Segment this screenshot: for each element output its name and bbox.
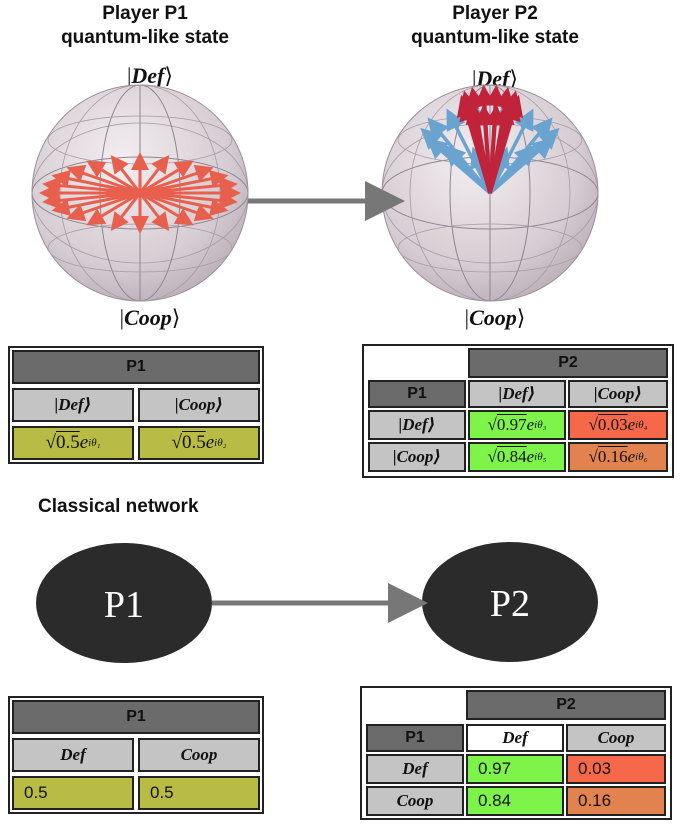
classical-p2-table-corner: P1	[366, 724, 464, 752]
quantum-p1-col-coop-label: Coop	[178, 395, 216, 414]
state-arrow	[66, 164, 141, 195]
state-arrow	[427, 117, 492, 195]
state-arrow	[488, 90, 522, 194]
classical-p1-table-header: P1	[12, 700, 260, 734]
classical-p2-dc: 0.03	[566, 754, 666, 784]
classical-p2-row-coop: Coop	[366, 786, 464, 816]
p2-state-arrows	[420, 84, 560, 195]
quantum-p2-col-coop-label: Coop	[597, 384, 635, 403]
quantum-p2-row-def: |Def⟩	[368, 410, 466, 440]
p1-state-arrows	[39, 152, 241, 234]
p1-bottom-ket: |Coop⟩	[119, 305, 181, 330]
state-arrow	[139, 191, 214, 222]
p1-bloch-sphere	[31, 84, 249, 302]
classical-node-p1	[36, 543, 212, 663]
p1-bottom-ket-label: Coop	[124, 305, 172, 330]
quantum-p2-dc-rad: 0.03	[597, 415, 628, 434]
quantum-p2-cd-exp: iθ₅	[534, 451, 547, 463]
quantum-p2-row-def-label: Def	[402, 415, 428, 434]
state-arrow	[139, 164, 214, 195]
classical-p2-row-def: Def	[366, 754, 464, 784]
quantum-p2-dc-exp: iθ₄	[635, 419, 648, 431]
quantum-p2-col-def: |Def⟩	[468, 380, 566, 408]
classical-p1-table: P1 Def Coop 0.5 0.5	[8, 696, 264, 814]
state-arrow	[139, 176, 238, 195]
classical-network-diagram: P1 P2	[36, 542, 598, 663]
p2-quantum-title: Player P2 quantum-like state	[411, 3, 579, 48]
quantum-p2-cc-exp: iθ₆	[635, 451, 648, 463]
state-arrow	[474, 84, 496, 194]
state-arrow	[110, 192, 142, 232]
state-arrow	[446, 108, 492, 194]
classical-p2-table: P2 P1 Def Coop Def 0.97 0.03 Coop 0.84 0…	[360, 686, 672, 820]
state-arrow	[465, 86, 492, 194]
bloch-spheres	[31, 84, 599, 302]
quantum-p2-row-coop-label: Coop	[396, 447, 434, 466]
state-arrow	[139, 160, 194, 195]
state-arrow	[86, 160, 141, 195]
classical-p2-col-def: Def	[466, 724, 564, 752]
classical-p2-table-header: P2	[466, 690, 666, 720]
state-arrow	[488, 117, 553, 195]
quantum-p2-row-coop: |Coop⟩	[368, 442, 466, 472]
p2-bottom-ket-label: Coop	[469, 305, 517, 330]
classical-p1-col-coop: Coop	[138, 738, 260, 772]
quantum-p1-col-def-label: Def	[58, 395, 84, 414]
quantum-p2-dd-rad: 0.97	[496, 415, 527, 434]
quantum-p2-cc-rad: 0.16	[597, 447, 628, 466]
p1-quantum-title: Player P1 quantum-like state	[61, 3, 229, 48]
state-arrow	[110, 154, 142, 194]
quantum-p1-val-coop-rad: 0.5	[181, 432, 206, 453]
state-arrow	[138, 154, 170, 194]
classical-p2-cd: 0.84	[466, 786, 564, 816]
quantum-p2-col-coop: |Coop⟩	[568, 380, 668, 408]
classical-network-title: Classical network	[38, 496, 199, 517]
classical-p1-col-def: Def	[12, 738, 134, 772]
classical-p2-dd: 0.97	[466, 754, 564, 784]
state-arrow	[488, 108, 534, 194]
quantum-p2-col-def-label: Def	[502, 384, 528, 403]
quantum-p1-table-header: P1	[12, 350, 260, 384]
quantum-p2-table-corner: P1	[368, 380, 466, 408]
quantum-p1-val-def-rad: 0.5	[55, 432, 80, 453]
classical-p2-col-coop: Coop	[566, 724, 666, 752]
quantum-p2-table-header: P2	[468, 348, 668, 378]
classical-node-p2	[422, 542, 598, 662]
quantum-p1-val-def-exp: iθ₁	[88, 437, 101, 449]
classical-p2-cc: 0.16	[566, 786, 666, 816]
quantum-p2-dd-exp: iθ₃	[534, 419, 547, 431]
quantum-p1-col-coop: |Coop⟩	[138, 388, 260, 422]
quantum-p1-val-coop-exp: iθ₂	[214, 437, 227, 449]
classical-node-p2-label: P2	[490, 583, 530, 625]
state-arrow	[138, 192, 170, 232]
state-arrow	[420, 127, 492, 195]
state-arrow	[484, 84, 506, 194]
state-arrow	[66, 191, 141, 222]
quantum-p2-cd-rad: 0.84	[496, 447, 527, 466]
classical-p1-val-def: 0.5	[12, 776, 134, 810]
quantum-p1-col-def: |Def⟩	[12, 388, 134, 422]
p2-bloch-sphere	[381, 84, 599, 302]
p2-bottom-ket: |Coop⟩	[464, 305, 526, 330]
state-arrow	[86, 191, 141, 226]
state-arrow	[139, 191, 194, 226]
p1-top-ket-label: Def	[131, 63, 165, 88]
classical-p1-val-coop: 0.5	[138, 776, 260, 810]
classical-node-p1-label: P1	[104, 584, 144, 626]
p1-top-ket: |Def⟩	[127, 63, 173, 88]
